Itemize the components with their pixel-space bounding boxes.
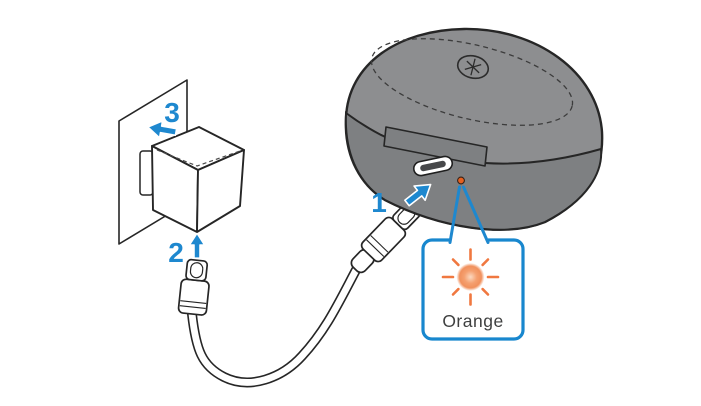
step-2-label: 2 <box>168 237 184 268</box>
callout-tail-gap <box>450 236 488 244</box>
adapter-side-face <box>196 149 245 233</box>
callout-tail <box>448 185 490 244</box>
step-1-label: 1 <box>371 187 387 218</box>
led-callout: Orange <box>421 185 525 341</box>
power-adapter <box>139 126 245 233</box>
case-port-recess <box>383 126 488 167</box>
adapter-seam-dashed <box>156 149 241 167</box>
arrow-step1-icon <box>404 183 432 207</box>
arrow-step3-icon <box>147 120 178 139</box>
glowing-led-icon <box>441 248 500 306</box>
adapter-plug-flange <box>139 150 154 196</box>
case-lid-seam-dashed <box>370 38 574 126</box>
step-arrows <box>147 120 432 259</box>
step-numbers: 1 2 3 <box>164 97 387 268</box>
callout-label: Orange <box>442 311 503 331</box>
arrow-step2-icon <box>188 232 206 259</box>
yamaha-logo-icon <box>456 54 490 80</box>
usb-cable <box>187 265 361 388</box>
glow-rays <box>441 248 500 306</box>
led-indicator <box>457 176 465 185</box>
charging-port <box>412 155 454 177</box>
step-3-label: 3 <box>164 97 180 128</box>
usb-plug-to-adapter <box>177 258 210 316</box>
